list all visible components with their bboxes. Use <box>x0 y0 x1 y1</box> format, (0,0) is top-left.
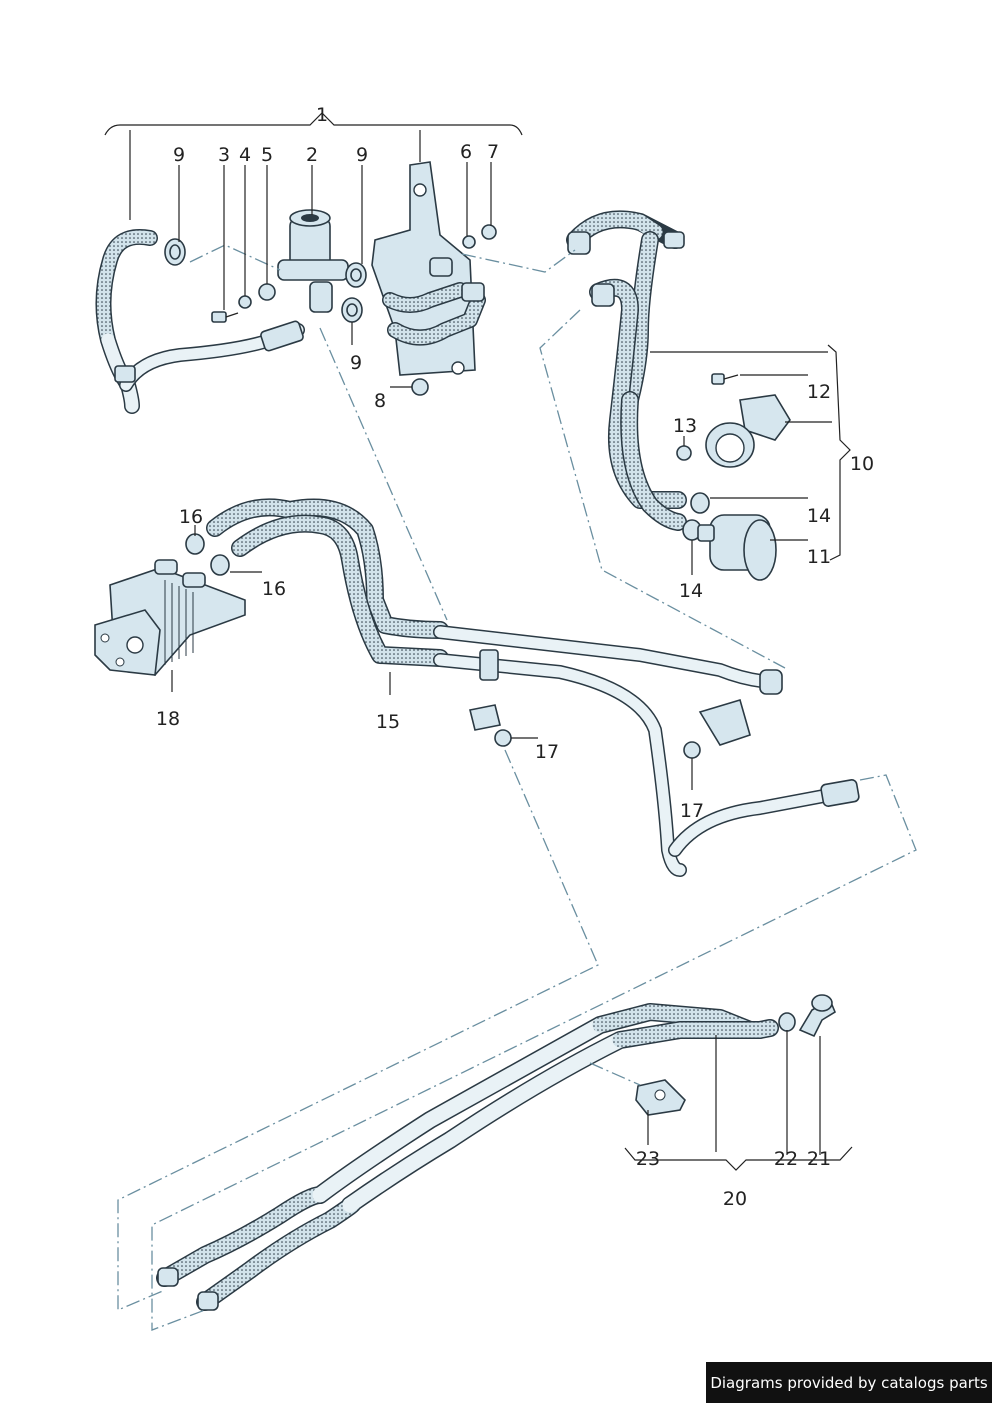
label-5: 5 <box>261 144 273 166</box>
label-15: 15 <box>376 711 400 733</box>
clamp-9-top <box>345 262 367 288</box>
label-17-left: 17 <box>535 741 559 763</box>
washer-6 <box>462 235 476 249</box>
valve-2 <box>277 209 349 313</box>
oil-cooler-18 <box>94 559 246 676</box>
label-8: 8 <box>374 390 386 412</box>
label-16-lower: 16 <box>262 578 286 600</box>
label-17-right: 17 <box>680 800 704 822</box>
bracket-10 <box>705 394 791 468</box>
label-6: 6 <box>460 141 472 163</box>
label-18: 18 <box>156 708 180 730</box>
clamp-9-bottom <box>341 297 363 323</box>
hose-assembly-20 <box>156 1003 779 1311</box>
elbow-connector-21 <box>798 994 837 1038</box>
nut-8 <box>411 378 429 396</box>
screw-3 <box>211 311 239 323</box>
hose-assembly-left <box>95 229 305 414</box>
nut-13 <box>676 445 692 461</box>
nut-5 <box>258 283 276 301</box>
label-1: 1 <box>316 104 328 126</box>
label-14-right: 14 <box>807 505 831 527</box>
clamp-22 <box>778 1012 796 1032</box>
watermark-banner: Diagrams provided by catalogs parts <box>706 1362 992 1403</box>
pump-11 <box>697 514 777 581</box>
nut-17-left <box>494 729 512 747</box>
nut-7 <box>481 224 497 240</box>
screw-12 <box>711 373 739 385</box>
hose-assembly-15 <box>206 498 860 877</box>
connection-lines <box>117 244 917 1331</box>
label-21: 21 <box>807 1148 831 1170</box>
label-4: 4 <box>239 144 251 166</box>
clamp-16-lower <box>210 554 230 576</box>
label-3: 3 <box>218 144 230 166</box>
label-16-upper: 16 <box>179 506 203 528</box>
label-2: 2 <box>306 144 318 166</box>
leader-lines <box>104 112 853 1171</box>
clamp-16-upper <box>185 533 205 555</box>
label-13: 13 <box>673 415 697 437</box>
label-10: 10 <box>850 453 874 475</box>
clamp-14-upper <box>690 492 710 514</box>
holder-23 <box>635 1079 686 1116</box>
label-12: 12 <box>807 381 831 403</box>
label-20: 20 <box>723 1188 747 1210</box>
bracket-assembly <box>371 161 486 376</box>
nut-17-right <box>683 741 701 759</box>
part-labels: 1 2 3 4 5 6 7 8 9 9 9 10 11 12 13 14 14 … <box>156 104 874 1210</box>
label-9-left: 9 <box>173 144 185 166</box>
hose-assembly-right <box>566 210 687 531</box>
label-9-top: 9 <box>356 144 368 166</box>
washer-4 <box>238 295 252 309</box>
label-9-bottom: 9 <box>350 352 362 374</box>
label-22: 22 <box>774 1148 798 1170</box>
label-14-bottom: 14 <box>679 580 703 602</box>
label-23: 23 <box>636 1148 660 1170</box>
label-11: 11 <box>807 546 831 568</box>
label-7: 7 <box>487 141 499 163</box>
clamp-9-left <box>164 238 186 266</box>
